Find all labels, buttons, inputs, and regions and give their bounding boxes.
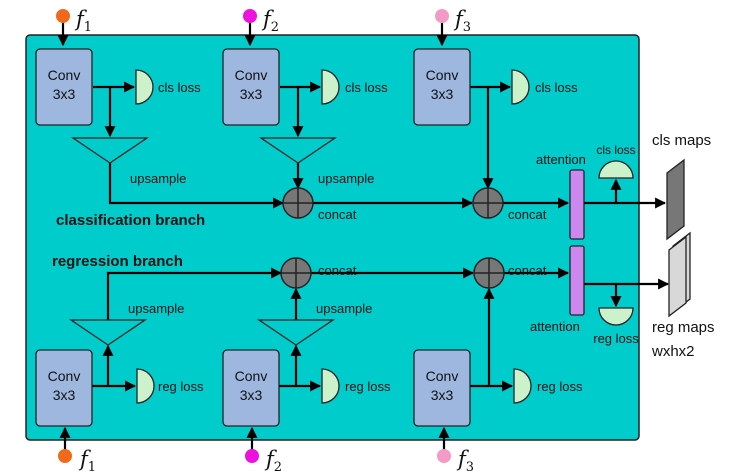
- svg-text:Conv: Conv: [235, 67, 268, 83]
- cls-map-sheet: [666, 158, 685, 241]
- svg-text:3x3: 3x3: [431, 86, 454, 102]
- svg-text:Conv: Conv: [426, 368, 459, 384]
- loss-half-icon: [135, 69, 634, 404]
- conv-block-cls-2: Conv 3x3: [222, 48, 280, 126]
- upsample-label: upsample: [128, 301, 184, 316]
- classification-branch-title: classification branch: [56, 212, 205, 229]
- svg-text:Conv: Conv: [48, 368, 81, 384]
- conv-block-reg-2: Conv 3x3: [222, 349, 280, 427]
- reg-loss-label: reg loss: [593, 331, 639, 346]
- reg-loss-label: reg loss: [537, 379, 583, 394]
- input-dot-icon: [56, 9, 70, 23]
- attention-bar-cls: [569, 169, 585, 240]
- svg-text:Conv: Conv: [48, 67, 81, 83]
- upsample-label: upsample: [318, 171, 374, 186]
- input-dot-icon: [437, 449, 451, 463]
- concat-label: concat: [318, 263, 357, 278]
- feature-label-f2-top: f2: [261, 7, 279, 35]
- input-dot-icon: [243, 9, 257, 23]
- svg-text:3x3: 3x3: [53, 86, 76, 102]
- cls-loss-label: cls loss: [345, 80, 388, 95]
- concat-node-cls-2: [472, 187, 504, 219]
- cls-loss-label: cls loss: [596, 143, 635, 157]
- upsample-triangle-reg-2: [256, 319, 336, 346]
- svg-text:3x3: 3x3: [431, 387, 454, 403]
- upsample-label: upsample: [316, 301, 372, 316]
- upsample-label: upsample: [130, 171, 186, 186]
- input-dot-icon: [245, 449, 259, 463]
- feature-label-f1-top: f1: [74, 7, 92, 35]
- map-size-label: wxhx2: [651, 343, 695, 360]
- regression-branch-title: regression branch: [52, 253, 183, 270]
- input-dot-icon: [58, 449, 72, 463]
- upsample-triangle-cls-1: [70, 137, 150, 164]
- network-panel: [25, 34, 640, 441]
- cls-maps-label: cls maps: [652, 132, 711, 149]
- cls-loss-label: cls loss: [158, 80, 201, 95]
- concat-node-reg-2: [473, 257, 505, 289]
- attention-label: attention: [536, 152, 586, 167]
- conv-block-cls-1: Conv 3x3: [35, 48, 93, 126]
- input-dot-icon: [435, 9, 449, 23]
- attention-label: attention: [530, 319, 580, 334]
- reg-loss-label: reg loss: [158, 379, 204, 394]
- svg-text:3x3: 3x3: [240, 86, 263, 102]
- attention-bar-reg: [569, 245, 585, 316]
- concat-label: concat: [318, 207, 357, 222]
- reg-map-sheet-front: [668, 235, 687, 318]
- cls-loss-label: cls loss: [535, 80, 578, 95]
- upsample-triangle-cls-2: [258, 137, 338, 164]
- concat-label: concat: [508, 263, 547, 278]
- svg-text:Conv: Conv: [426, 67, 459, 83]
- feature-label-f3-top: f3: [453, 7, 471, 35]
- concat-node-reg-1: [280, 257, 312, 289]
- upsample-triangle-reg-1: [68, 319, 148, 346]
- conv-block-reg-3: Conv 3x3: [413, 349, 471, 427]
- conv-block-reg-1: Conv 3x3: [35, 349, 93, 427]
- feature-label-f2-bottom: f2: [264, 447, 282, 475]
- feature-label-f1-bottom: f1: [78, 447, 96, 475]
- concat-node-cls-1: [282, 187, 314, 219]
- svg-text:Conv: Conv: [235, 368, 268, 384]
- conv-block-cls-3: Conv 3x3: [413, 48, 471, 126]
- svg-text:3x3: 3x3: [53, 387, 76, 403]
- reg-loss-label: reg loss: [345, 379, 391, 394]
- reg-maps-label: reg maps: [652, 319, 715, 336]
- svg-text:3x3: 3x3: [240, 387, 263, 403]
- concat-label: concat: [508, 207, 547, 222]
- feature-label-f3-bottom: f3: [456, 447, 474, 475]
